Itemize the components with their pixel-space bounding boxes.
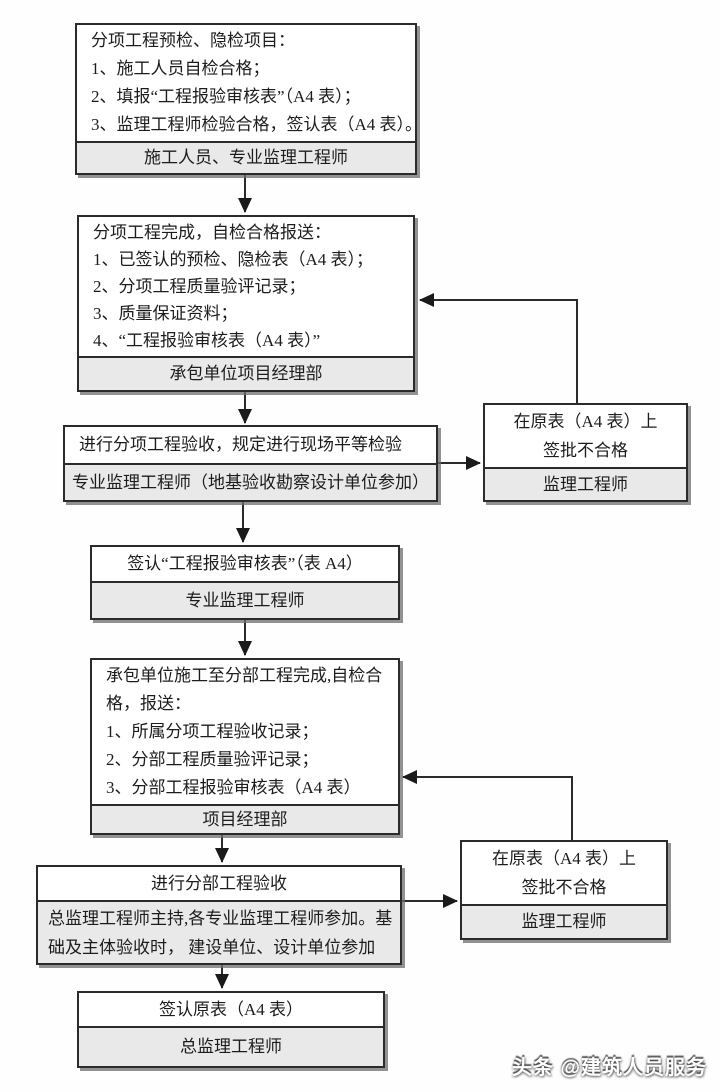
box-text-line: 3、质量保证资料； xyxy=(93,304,238,323)
box-text-line: 承包单位施工至分部工程完成,自检合 xyxy=(106,666,383,685)
box-body: 分项工程预检、隐检项目： 1、施工人员自检合格； 2、填报“工程报验审核表”（A… xyxy=(77,25,423,141)
box-text-line: 2、分项工程质量验评记录； xyxy=(93,277,306,296)
flow-box-subdivision-complete: 承包单位施工至分部工程完成,自检合 格，报送： 1、所属分项工程验收记录； 2、… xyxy=(90,658,400,835)
flow-box-subitem-acceptance: 进行分项工程验收，规定进行现场平等检验 专业监理工程师（地基验收勘察设计单位参加… xyxy=(63,425,438,502)
box-title: 进行分部工程验收 xyxy=(151,873,287,893)
box-footer-role: 施工人员、专业监理工程师 xyxy=(77,141,415,173)
box-body: 承包单位施工至分部工程完成,自检合 格，报送： 1、所属分项工程验收记录； 2、… xyxy=(92,660,398,804)
box-title: 进行分项工程验收，规定进行现场平等检验 xyxy=(79,435,402,454)
box-text-line: 在原表（A4 表）上 xyxy=(513,412,658,431)
box-text-line: 分项工程预检、隐检项目： xyxy=(91,31,295,50)
flow-box-subdivision-acceptance: 进行分部工程验收 总监理工程师主持,各专业监理工程师参加。基 础及主体验收时， … xyxy=(36,865,402,965)
box-footer-role: 监理工程师 xyxy=(462,904,666,938)
feedback-reject2-step5 xyxy=(402,770,573,840)
box-body: 分项工程完成，自检合格报送： 1、已签认的预检、隐检表（A4 表）； 2、分项工… xyxy=(79,217,413,356)
box-text-line: 1、所属分项工程验收记录； xyxy=(106,722,319,741)
box-text-line: 签批不合格 xyxy=(521,878,607,897)
box-footer-role: 专业监理工程师 xyxy=(92,581,398,618)
watermark-label: 头条 @建筑人员服务 xyxy=(511,1057,707,1079)
feedback-reject1-step2 xyxy=(419,293,578,403)
box-body: 签认“工程报验审核表”（表 A4） xyxy=(92,547,398,581)
box-text-line: 在原表（A4 表）上 xyxy=(491,849,637,868)
box-footer-role: 监理工程师 xyxy=(485,467,686,500)
flow-box-sign-original-form: 签认原表（A4 表） 总监理工程师 xyxy=(77,991,385,1068)
box-body: 进行分部工程验收 xyxy=(38,867,400,900)
box-footer-role: 项目经理部 xyxy=(92,804,398,833)
box-text-line: 分项工程完成，自检合格报送： xyxy=(93,223,331,242)
box-text-line: 4、“工程报验审核表（A4 表）” xyxy=(93,331,321,350)
box-text-line: 1、已签认的预检、隐检表（A4 表）； xyxy=(93,250,374,269)
flow-box-precheck-items: 分项工程预检、隐检项目： 1、施工人员自检合格； 2、填报“工程报验审核表”（A… xyxy=(75,23,423,175)
flow-box-reject-subdivision: 在原表（A4 表）上 签批不合格 监理工程师 xyxy=(460,840,668,940)
box-text-line: 格，报送： xyxy=(106,694,191,713)
box-body: 签认原表（A4 表） xyxy=(79,993,383,1026)
box-footer-role: 总监理工程师主持,各专业监理工程师参加。基 础及主体验收时， 建设单位、设计单位… xyxy=(38,900,400,963)
box-footer-role: 专业监理工程师（地基验收勘察设计单位参加） xyxy=(65,463,436,500)
footer-text-line: 础及主体验收时， 建设单位、设计单位参加 xyxy=(48,937,376,957)
box-text-line: 签批不合格 xyxy=(543,441,628,460)
box-text-line: 1、施工人员自检合格； xyxy=(91,59,270,78)
flow-box-sign-review-form: 签认“工程报验审核表”（表 A4） 专业监理工程师 xyxy=(90,545,400,620)
box-text-line: 2、分部工程质量验评记录； xyxy=(106,750,319,769)
box-footer-role: 承包单位项目经理部 xyxy=(79,356,413,390)
box-text-line: 3、分部工程报验审核表（A4 表） xyxy=(106,778,361,797)
box-footer-role: 总监理工程师 xyxy=(79,1026,383,1066)
box-body: 在原表（A4 表）上 签批不合格 xyxy=(485,405,686,467)
box-title: 签认“工程报验审核表”（表 A4） xyxy=(127,554,363,573)
box-title: 签认原表（A4 表） xyxy=(158,999,304,1019)
flow-box-subitem-complete: 分项工程完成，自检合格报送： 1、已签认的预检、隐检表（A4 表）； 2、分项工… xyxy=(77,215,415,392)
box-text-line: 2、填报“工程报验审核表”（A4 表）； xyxy=(91,87,361,106)
footer-text-line: 总监理工程师主持,各专业监理工程师参加。基 xyxy=(48,908,393,928)
box-text-line: 3、监理工程师检验合格，签认表（A4 表）。 xyxy=(91,115,423,134)
flow-box-reject-subitem: 在原表（A4 表）上 签批不合格 监理工程师 xyxy=(483,403,688,502)
box-body: 进行分项工程验收，规定进行现场平等检验 xyxy=(65,427,436,463)
box-body: 在原表（A4 表）上 签批不合格 xyxy=(462,842,666,904)
